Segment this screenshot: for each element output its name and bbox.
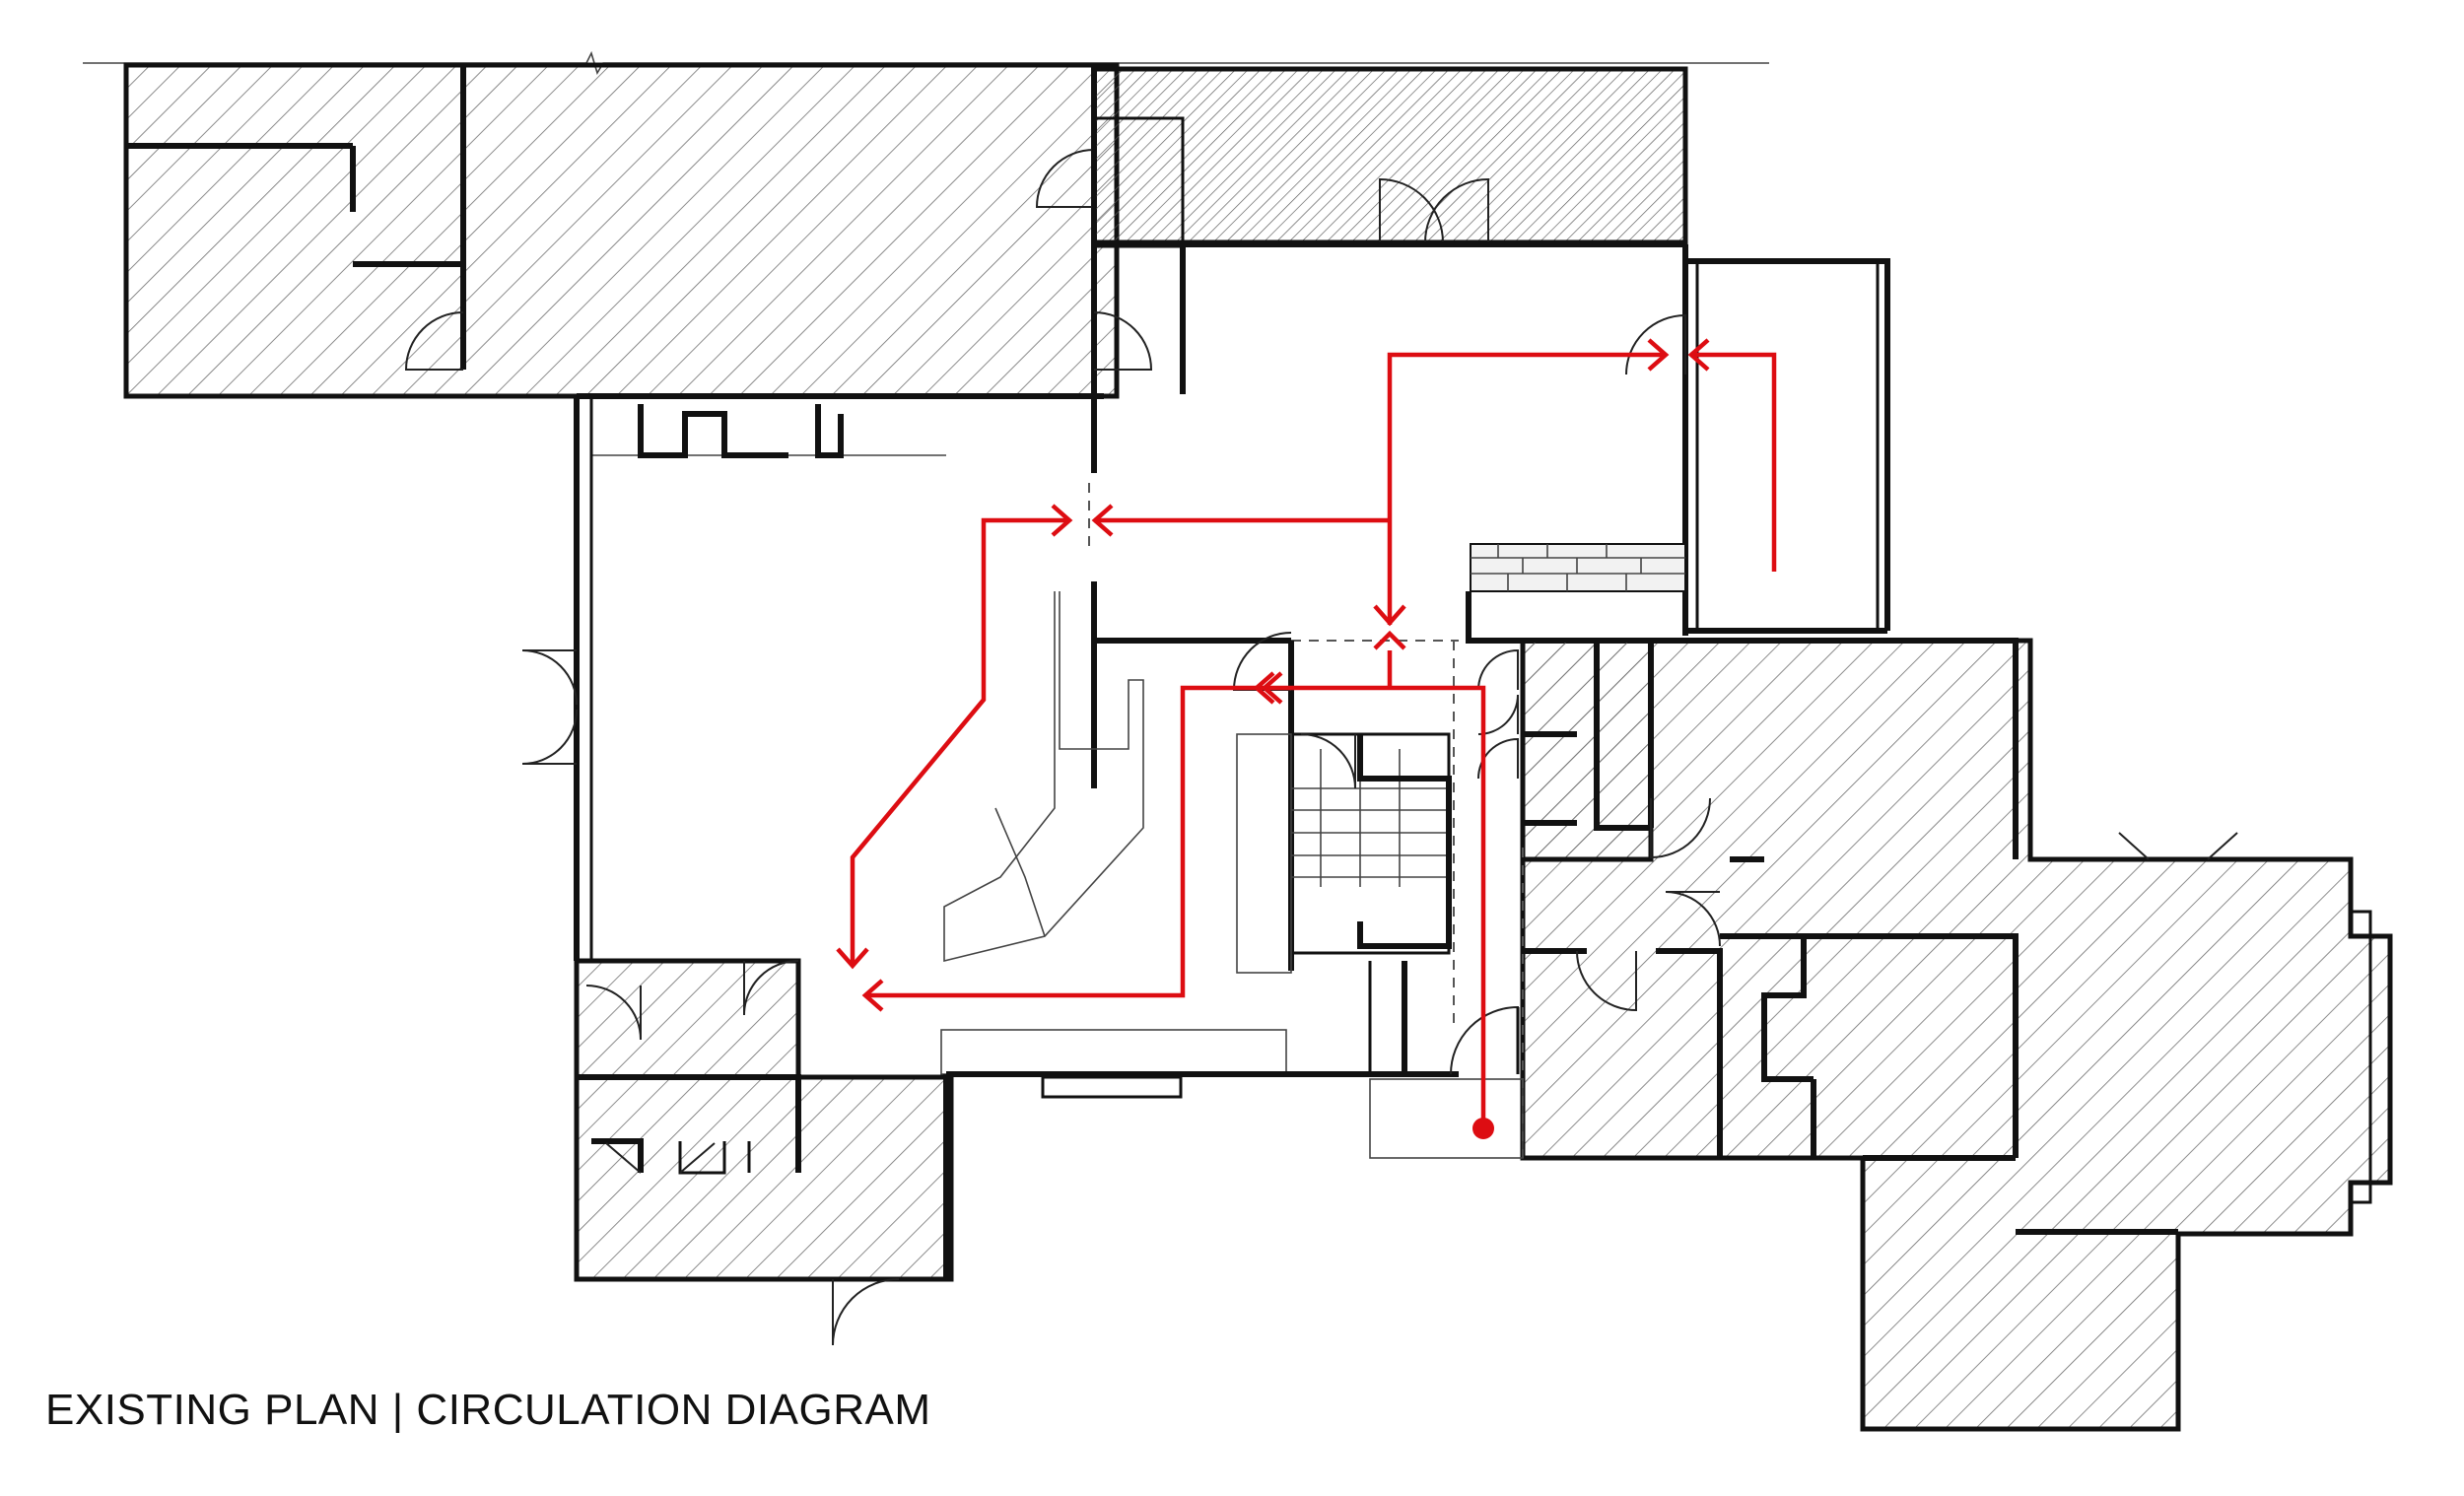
route-annex: [1690, 352, 1777, 572]
door-swing: [832, 1278, 900, 1346]
start-point-marker: [1472, 1118, 1494, 1139]
route-arrowhead: [1687, 338, 1710, 372]
door-swing: [1650, 797, 1711, 859]
entry-vestibule: [1369, 1005, 1524, 1159]
door-swing: [743, 960, 799, 1016]
door-swing: [404, 311, 464, 371]
route-arrowhead: [1373, 604, 1406, 627]
route-arrowhead: [861, 979, 884, 1012]
door-swing: [521, 649, 578, 706]
east-wing: [1477, 638, 2393, 1432]
door-swing: [1625, 313, 1686, 375]
door-swing: [585, 985, 642, 1041]
door-swing: [605, 1142, 716, 1174]
door-swing: [1035, 149, 1095, 208]
stair: [1236, 732, 1452, 974]
door-swing: [1424, 177, 1489, 243]
route-arrowhead: [1091, 504, 1114, 537]
door-swing: [2118, 832, 2238, 860]
door-swing: [1576, 950, 1637, 1012]
route-entry-spine: [1284, 685, 1486, 1123]
route-arrowhead: [1261, 671, 1283, 705]
door-swing: [1477, 737, 1519, 780]
door-swing: [1232, 632, 1292, 691]
door-swing: [521, 709, 578, 765]
circulation-route: [836, 338, 1777, 1139]
door-swing: [1450, 1005, 1519, 1075]
route-arrowhead: [836, 947, 869, 970]
southwest-wing: [574, 958, 1183, 1346]
northwest-wing: [123, 62, 1185, 399]
door-swing: [1477, 648, 1519, 691]
door-swing: [1300, 733, 1356, 789]
central-hall: [521, 393, 1459, 1077]
northeast-annex: [1466, 244, 1890, 644]
door-swing: [1665, 891, 1721, 947]
north-porch: [1091, 66, 1688, 394]
route-arrowhead: [1253, 671, 1275, 705]
door-swing: [1379, 177, 1444, 243]
route-to-southwest: [865, 685, 1284, 998]
route-arrowhead: [1051, 504, 1073, 537]
door-swing: [1477, 694, 1519, 735]
route-arrowhead: [1647, 338, 1670, 372]
route-west-branch: [850, 517, 1069, 966]
stone-wall: [1470, 543, 1686, 592]
door-swing: [1093, 311, 1153, 371]
route-arrowhead: [1373, 630, 1406, 650]
route-north-branch: [1387, 352, 1666, 625]
diagram-caption: EXISTING PLAN | CIRCULATION DIAGRAM: [45, 1386, 931, 1434]
